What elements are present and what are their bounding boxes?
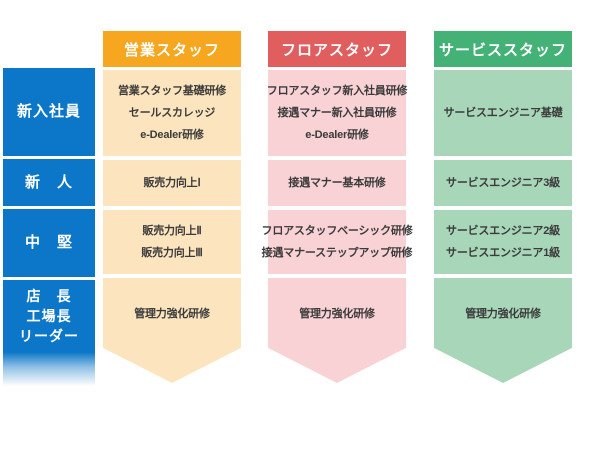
training-item: 販売力向上Ⅲ [141,247,203,259]
column-header-service-staff: サービススタッフ [434,31,572,67]
floor-cell-midlevel: フロアスタッフベーシック研修 接遇マナーステップアップ研修 [262,210,413,274]
level-label: 新入社員 [16,103,81,120]
level-label: 店 長 [26,288,72,304]
column-header-sales-staff: 営業スタッフ [103,31,241,67]
training-item: 管理力強化研修 [465,307,541,320]
level-row-rookie: 新 人 [3,159,95,206]
floor-cell-new-employee: フロアスタッフ新入社員研修 接遇マナー新入社員研修 e-Dealer研修 [266,70,408,156]
level-sidebar: 新入社員 新 人 中 堅 店 長 工場長 リーダー [3,68,95,386]
column-floor-staff: フロアスタッフ フロアスタッフ新入社員研修 接遇マナー新入社員研修 e-Deal… [262,31,413,387]
level-label: 新 人 [24,173,73,191]
level-label: 中 堅 [24,234,73,251]
level-row-new-employee: 新入社員 [3,68,95,156]
training-item: e-Dealer研修 [140,129,204,141]
training-item: サービスエンジニア1級 [446,247,560,259]
service-cell-midlevel: サービスエンジニア2級 サービスエンジニア1級 [434,210,572,274]
service-cell-manager: 管理力強化研修 [434,278,572,383]
level-row-midlevel: 中 堅 [3,209,95,277]
training-item: サービスエンジニア3級 [446,177,560,189]
sales-cell-new-employee: 営業スタッフ基礎研修 セールスカレッジ e-Dealer研修 [103,70,241,156]
training-item: サービスエンジニア2級 [446,225,560,237]
training-item: 管理力強化研修 [299,307,375,320]
level-label: リーダー [19,328,79,344]
training-item: 営業スタッフ基礎研修 [118,85,226,97]
level-label: 工場長 [26,308,72,324]
floor-cell-manager: 管理力強化研修 [268,278,406,383]
column-service-staff: サービススタッフ サービスエンジニア基礎 サービスエンジニア3級 サービスエンジ… [434,31,572,387]
sales-cell-manager: 管理力強化研修 [103,278,241,383]
training-item: 販売力向上Ⅱ [142,225,202,237]
training-item: 販売力向上Ⅰ [143,177,201,189]
training-item: フロアスタッフ新入社員研修 [266,85,408,97]
training-item: セールスカレッジ [128,107,216,119]
service-cell-rookie: サービスエンジニア3級 [434,160,572,206]
sidebar-bottom-fade [3,352,95,386]
sales-cell-midlevel: 販売力向上Ⅱ 販売力向上Ⅲ [103,210,241,274]
training-item: フロアスタッフベーシック研修 [261,225,413,237]
training-item: e-Dealer研修 [305,129,369,141]
training-item: サービスエンジニア基礎 [443,107,563,119]
column-sales-staff: 営業スタッフ 営業スタッフ基礎研修 セールスカレッジ e-Dealer研修 販売… [103,31,241,387]
training-item: 接遇マナー基本研修 [288,177,386,189]
level-row-manager-leader: 店 長 工場長 リーダー [3,280,95,352]
training-item: 接遇マナー新入社員研修 [277,107,397,119]
training-item: 管理力強化研修 [134,307,210,320]
floor-cell-rookie: 接遇マナー基本研修 [268,160,406,206]
training-item: 接遇マナーステップアップ研修 [261,247,413,259]
column-header-floor-staff: フロアスタッフ [268,31,406,67]
sales-cell-rookie: 販売力向上Ⅰ [103,160,241,206]
service-cell-new-employee: サービスエンジニア基礎 [434,70,572,156]
